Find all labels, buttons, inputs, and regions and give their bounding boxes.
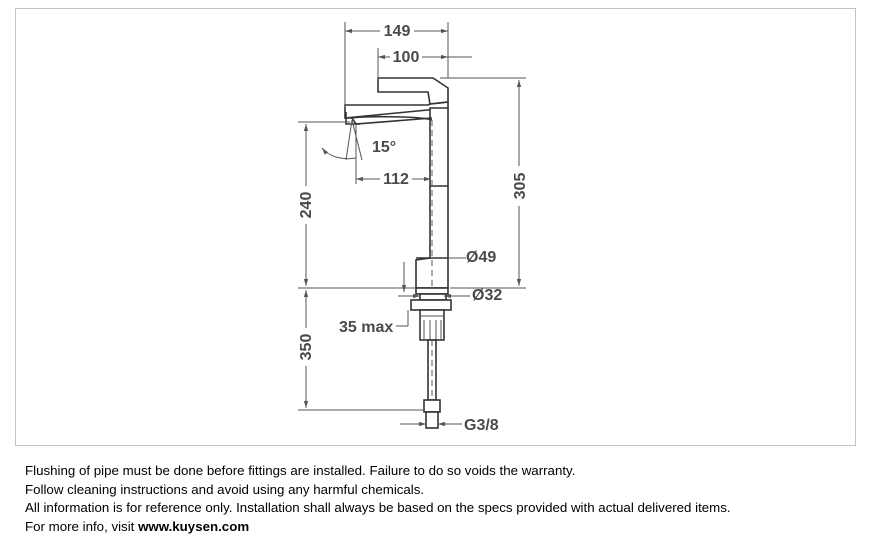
dim-305: 305 (440, 77, 529, 289)
svg-text:100: 100 (393, 49, 420, 66)
note-cleaning: Follow cleaning instructions and avoid u… (25, 481, 425, 497)
dim-diameter-49: Ø49 (401, 249, 496, 292)
svg-text:350: 350 (298, 334, 315, 361)
dim-350: 350 (298, 290, 424, 411)
dim-35-max: 35 max (339, 310, 409, 336)
svg-text:15°: 15° (372, 139, 396, 156)
installation-notes: Flushing of pipe must be done before fit… (25, 462, 865, 536)
svg-text:112: 112 (383, 171, 409, 188)
note-more-info-prefix: For more info, visit (25, 518, 139, 534)
dim-240: 240 (298, 121, 416, 289)
svg-text:240: 240 (298, 192, 315, 219)
svg-text:G3/8: G3/8 (464, 417, 499, 434)
dim-diameter-32: Ø32 (398, 287, 502, 304)
dim-112: 112 (355, 124, 431, 188)
svg-text:305: 305 (512, 173, 529, 200)
website-link[interactable]: www.kuysen.com (138, 518, 250, 534)
svg-text:35 max: 35 max (339, 319, 393, 336)
note-flushing: Flushing of pipe must be done before fit… (25, 463, 576, 478)
dim-149: 149 (344, 22, 449, 108)
svg-text:149: 149 (384, 23, 411, 40)
note-reference: All information is for reference only. I… (25, 500, 731, 515)
faucet-outline (344, 77, 452, 430)
dim-g3-8: G3/8 (400, 417, 499, 434)
note-more-info: For more info, visit www.kuysen.com (25, 518, 865, 537)
dim-100: 100 (377, 48, 472, 80)
dim-angle-15: 15° (321, 119, 396, 161)
svg-text:Ø49: Ø49 (466, 249, 496, 266)
svg-text:Ø32: Ø32 (472, 287, 502, 304)
